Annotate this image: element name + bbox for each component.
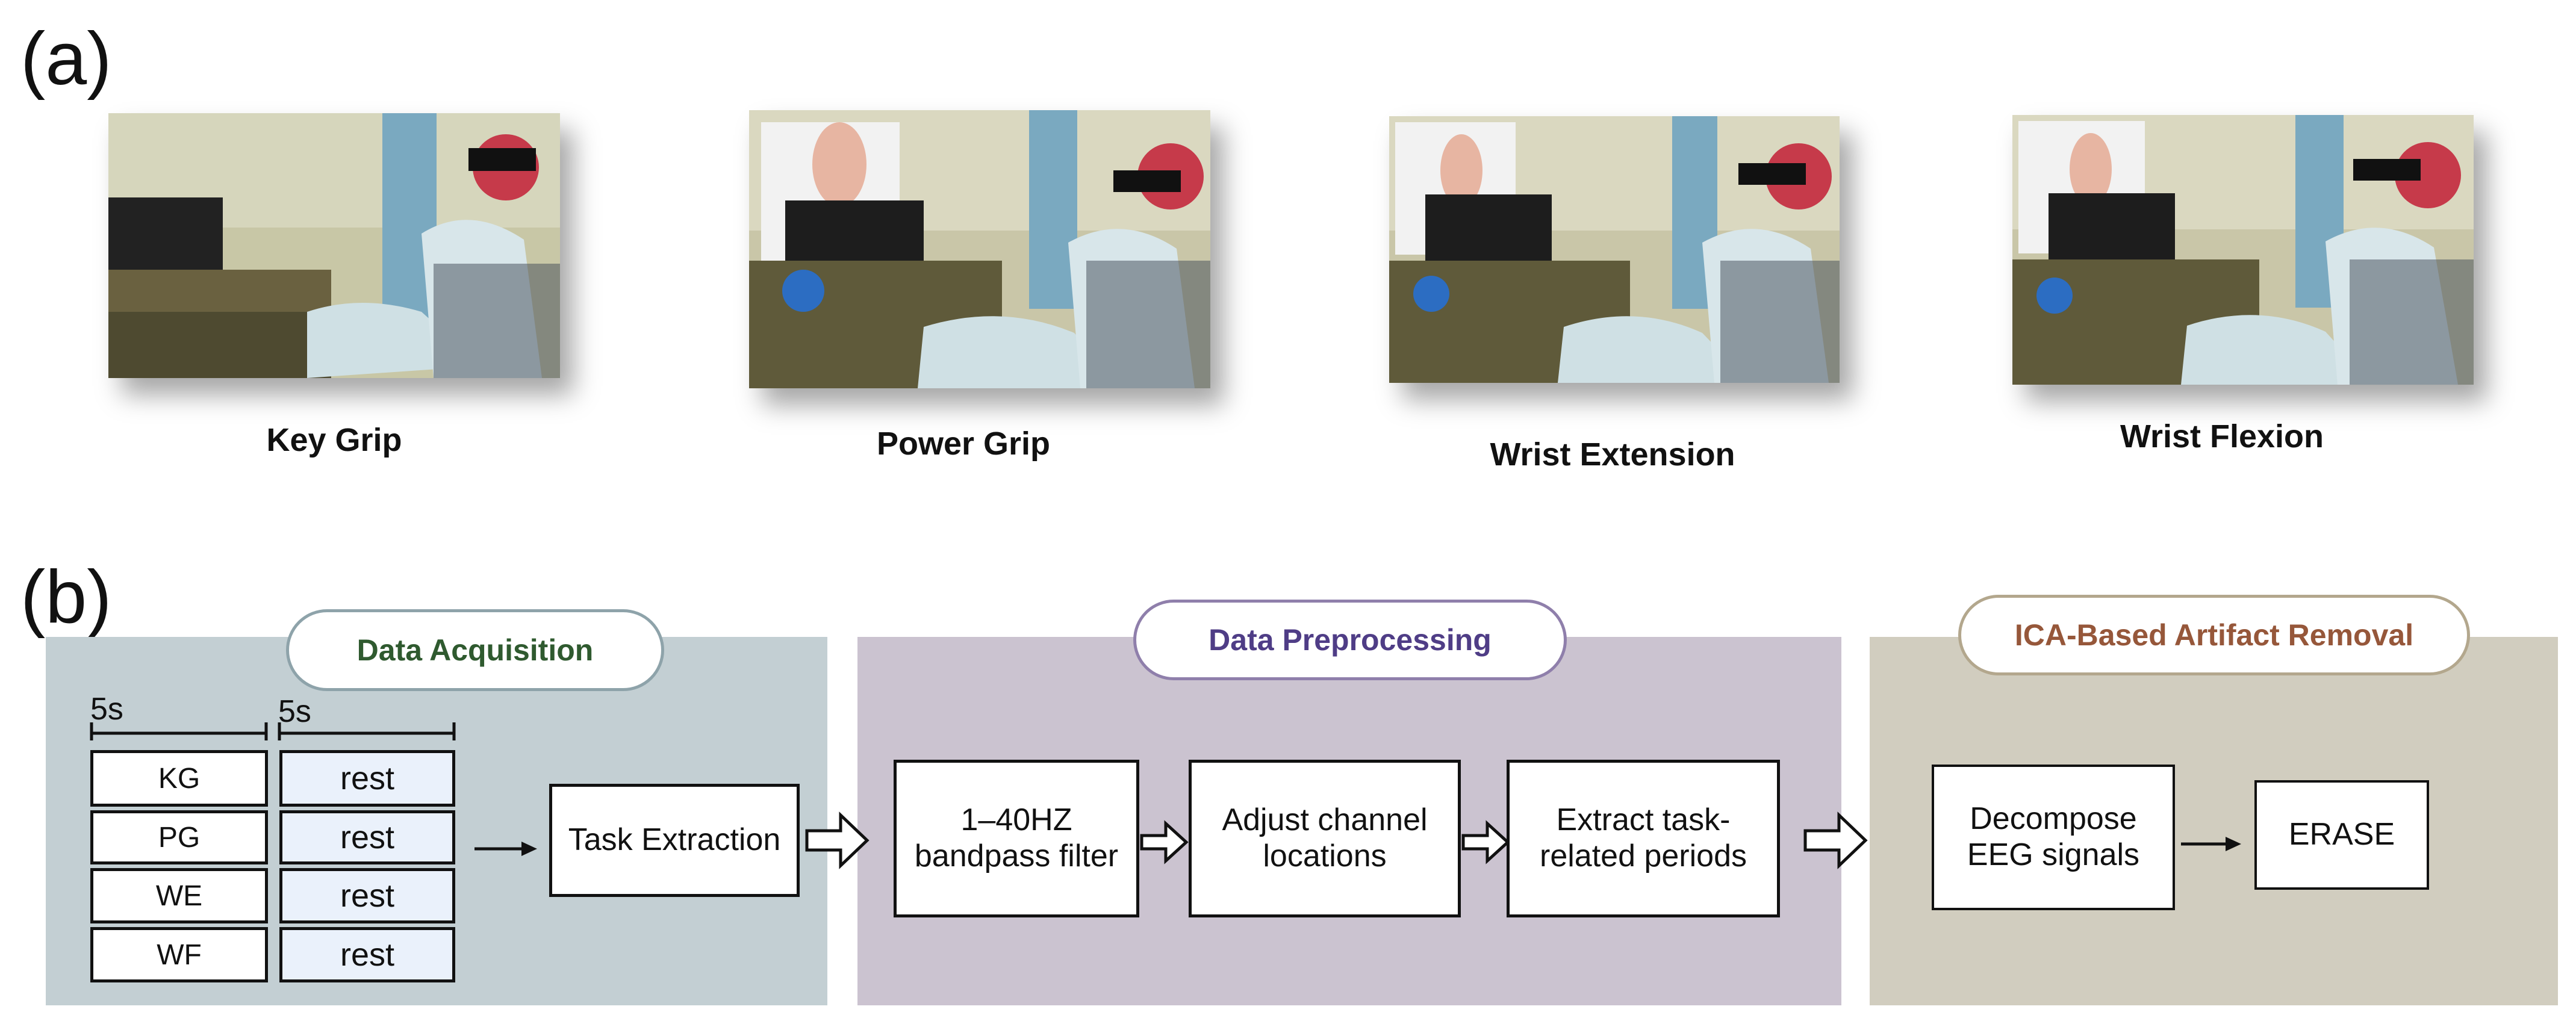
power-grip-caption: Power Grip (876, 426, 1051, 462)
wrist-flexion-photo (2012, 115, 2474, 385)
task-wf-cell: WF (90, 927, 268, 982)
timing-ruler (90, 722, 456, 740)
data-acquisition-title: Data Acquisition (286, 609, 664, 691)
rest-cell: rest (279, 750, 455, 807)
wrist-extension-caption: Wrist Extension (1490, 436, 1735, 473)
rest-duration-label: 5s (278, 694, 311, 729)
arrow-to-channel-locations (1140, 820, 1189, 864)
data-preprocessing-title: Data Preprocessing (1133, 600, 1567, 680)
arrow-to-ica (1803, 811, 1868, 869)
key-grip-photo (108, 113, 560, 378)
wrist-extension-photo (1389, 116, 1840, 383)
ica-title: ICA-Based Artifact Removal (1958, 595, 2470, 675)
arrow-to-erase (2181, 837, 2241, 851)
arrow-to-task-periods (1461, 820, 1510, 864)
decompose-eeg-box: Decompose EEG signals (1932, 765, 2175, 910)
bandpass-filter-box: 1–40HZ bandpass filter (894, 760, 1139, 917)
panel-a-label: (a) (20, 17, 112, 101)
task-extraction-box: Task Extraction (549, 784, 800, 897)
rest-cell: rest (279, 810, 455, 864)
rest-cell: rest (279, 927, 455, 982)
task-kg-cell: KG (90, 750, 268, 807)
arrow-to-preprocessing (805, 811, 870, 869)
key-grip-caption: Key Grip (266, 422, 402, 458)
task-we-cell: WE (90, 868, 268, 923)
wrist-flexion-caption: Wrist Flexion (2120, 418, 2324, 455)
channel-locations-box: Adjust channel locations (1189, 760, 1461, 917)
rest-cell: rest (279, 868, 455, 923)
arrow-to-extraction (474, 842, 537, 856)
erase-box: ERASE (2254, 780, 2429, 890)
task-duration-label: 5s (90, 692, 123, 727)
power-grip-photo (749, 110, 1210, 388)
task-periods-box: Extract task- related periods (1507, 760, 1780, 917)
task-pg-cell: PG (90, 810, 268, 864)
panel-b-label: (b) (20, 556, 112, 639)
